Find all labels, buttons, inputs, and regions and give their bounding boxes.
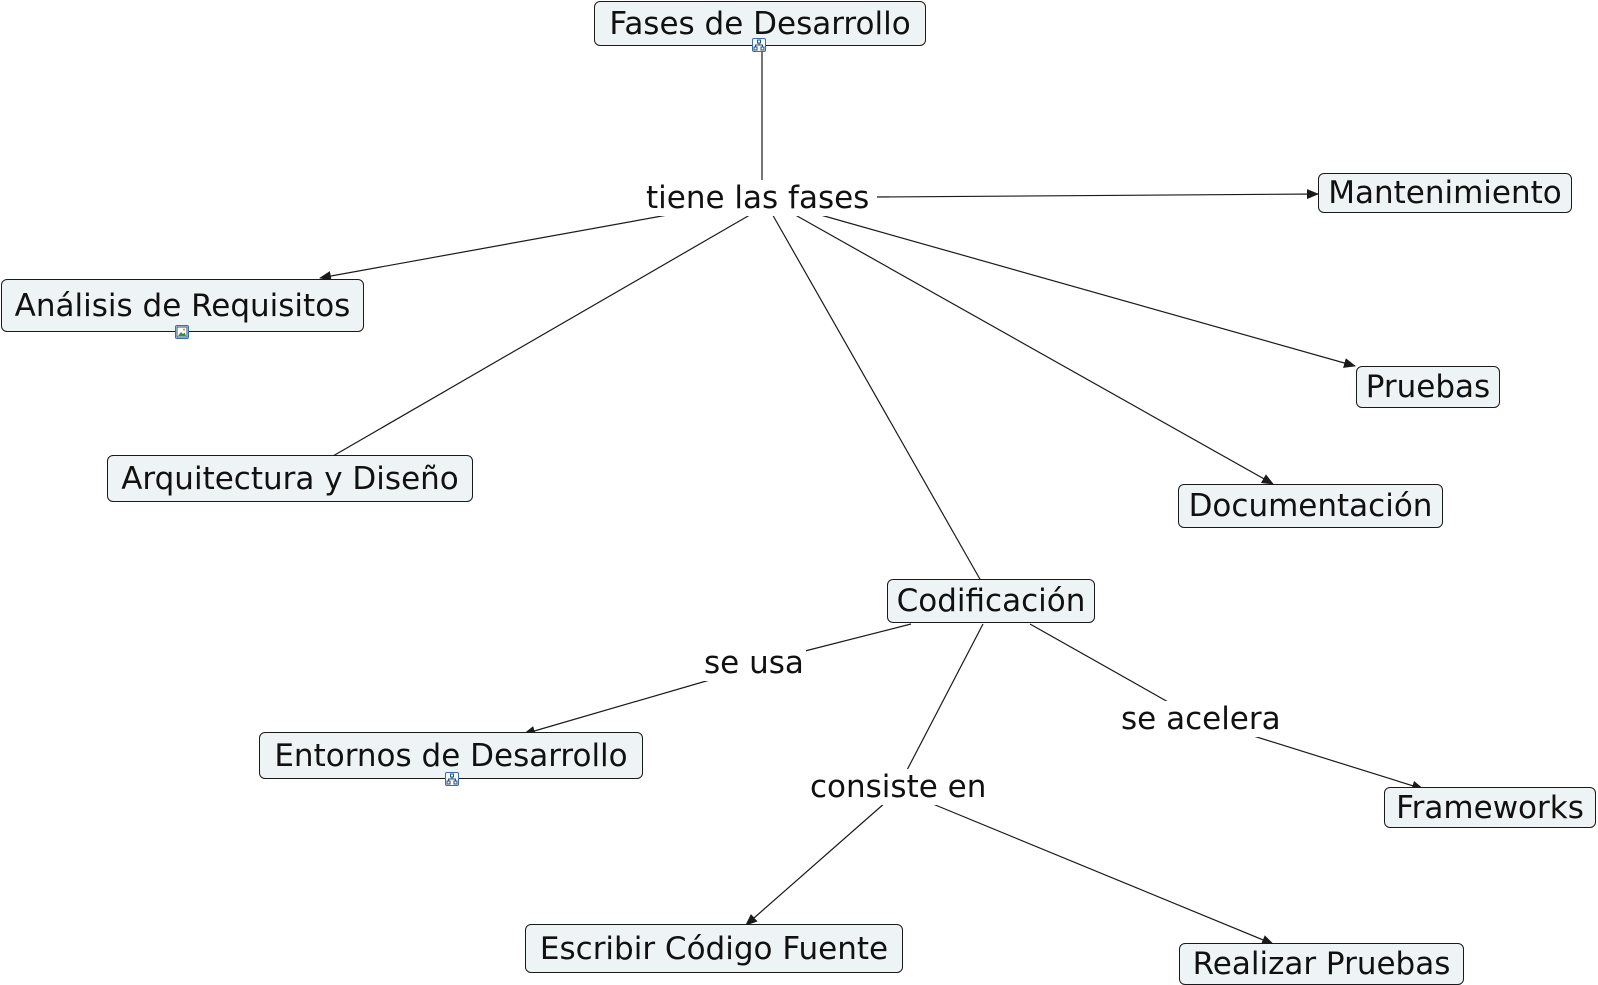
- line-to-mantenimiento: [876, 189, 1319, 200]
- concept-label: Escribir Código Fuente: [539, 930, 889, 967]
- linking-phrase-se-usa[interactable]: se usa: [702, 645, 806, 681]
- concept-label: Fases de Desarrollo: [609, 5, 911, 42]
- line-to-documentacion: [789, 211, 1274, 485]
- concept-label: Entornos de Desarrollo: [274, 737, 628, 774]
- line-se-acelera-to-frameworks: [1243, 732, 1424, 791]
- line-to-pruebas: [809, 211, 1356, 368]
- concept-frameworks[interactable]: Frameworks: [1384, 787, 1596, 828]
- linking-phrase-tiene-las-fases[interactable]: tiene las fases: [644, 180, 872, 216]
- concept-entornos-de-desarrollo[interactable]: Entornos de Desarrollo: [259, 732, 643, 779]
- concept-label: Documentación: [1188, 488, 1433, 524]
- line-codificacion-to-se-acelera: [1029, 623, 1178, 708]
- line-se-usa-to-entornos: [523, 676, 721, 736]
- concept-label: Realizar Pruebas: [1192, 946, 1451, 982]
- concept-arquitectura-y-diseno[interactable]: Arquitectura y Diseño: [107, 455, 473, 502]
- concept-realizar-pruebas[interactable]: Realizar Pruebas: [1179, 943, 1464, 985]
- line-to-codificacion: [770, 211, 982, 582]
- linking-phrase-se-acelera[interactable]: se acelera: [1119, 701, 1283, 737]
- submap-icon[interactable]: [445, 772, 459, 786]
- concept-label: Análisis de Requisitos: [14, 287, 351, 324]
- concept-label: Codificación: [896, 583, 1086, 619]
- concept-label: Frameworks: [1396, 789, 1584, 826]
- linking-phrase-consiste-en[interactable]: consiste en: [808, 769, 989, 805]
- concept-escribir-codigo-fuente[interactable]: Escribir Código Fuente: [525, 924, 903, 973]
- line-codificacion-to-se-usa: [804, 623, 912, 652]
- concept-codificacion[interactable]: Codificación: [887, 579, 1095, 623]
- concept-documentacion[interactable]: Documentación: [1178, 484, 1443, 528]
- line-codificacion-to-consiste-en: [905, 623, 984, 773]
- concept-mantenimiento[interactable]: Mantenimiento: [1318, 173, 1572, 213]
- concept-fases-de-desarrollo[interactable]: Fases de Desarrollo: [594, 1, 926, 46]
- image-icon[interactable]: [175, 325, 189, 339]
- line-to-arquitectura: [332, 211, 756, 457]
- line-to-analisis: [319, 211, 685, 281]
- concept-label: Mantenimiento: [1328, 175, 1562, 211]
- line-consiste-en-to-realizar: [927, 801, 1274, 945]
- concept-analisis-de-requisitos[interactable]: Análisis de Requisitos: [1, 279, 364, 332]
- concept-label: Pruebas: [1365, 369, 1491, 405]
- submap-icon[interactable]: [752, 38, 766, 52]
- concept-pruebas[interactable]: Pruebas: [1356, 366, 1500, 408]
- concept-label: Arquitectura y Diseño: [121, 460, 459, 497]
- line-consiste-en-to-escribir: [745, 801, 887, 926]
